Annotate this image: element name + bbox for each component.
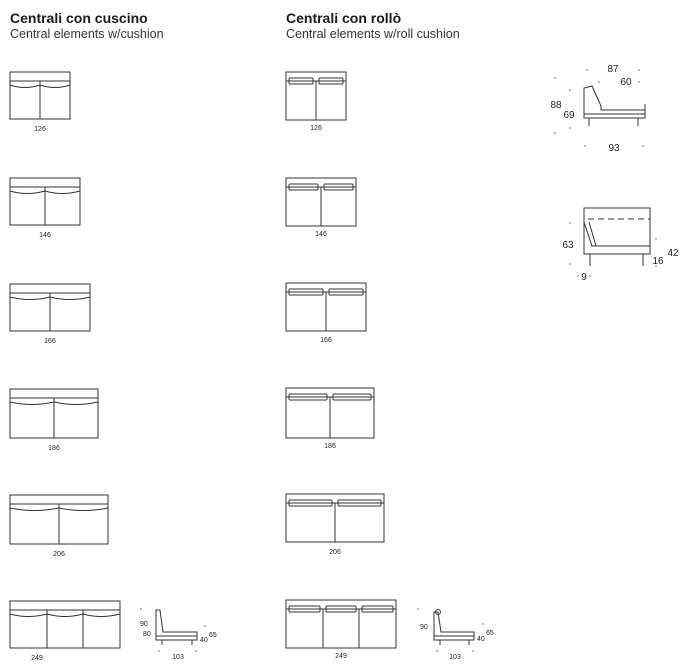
cushion-side-view bbox=[155, 609, 198, 645]
dim-cushion-side-depth: 103 bbox=[172, 654, 184, 661]
cushion-side-dimension-ticks bbox=[140, 608, 206, 652]
large-side-dimension-ticks bbox=[554, 69, 644, 147]
roll-plan-186 bbox=[285, 387, 375, 439]
dim-large-front-leg: 16 bbox=[652, 256, 664, 267]
width-label-roll-166: 166 bbox=[320, 337, 332, 344]
roll-plan-206 bbox=[285, 493, 385, 543]
dim-cushion-side-height-total: 90 bbox=[140, 621, 148, 628]
dim-cushion-side-seat: 65 bbox=[209, 632, 217, 639]
cushion-plan-126 bbox=[9, 71, 71, 120]
width-label-roll-126: 126 bbox=[310, 125, 322, 132]
cushion-section-subtitle: Central elements w/cushion bbox=[10, 27, 164, 41]
dim-large-side-height-back: 69 bbox=[563, 110, 575, 121]
dim-large-front-height-seat: 42 bbox=[667, 248, 679, 259]
dim-roll-side-leg: 40 bbox=[477, 636, 485, 643]
cushion-plan-206 bbox=[9, 494, 109, 545]
dim-large-side-inner: 60 bbox=[620, 77, 632, 88]
width-label-cushion-206: 206 bbox=[53, 551, 65, 558]
dim-roll-side-depth: 103 bbox=[449, 654, 461, 661]
width-label-roll-249: 249 bbox=[335, 653, 347, 660]
cushion-plan-249 bbox=[9, 600, 121, 649]
cushion-plan-166 bbox=[9, 283, 91, 332]
large-front-view bbox=[583, 207, 651, 266]
width-label-cushion-126: 126 bbox=[34, 126, 46, 133]
roll-side-dimension-ticks bbox=[417, 608, 484, 652]
dim-large-side-depth: 93 bbox=[608, 143, 620, 154]
width-label-roll-206: 206 bbox=[329, 549, 341, 556]
width-label-cushion-166: 166 bbox=[44, 338, 56, 345]
cushion-plan-146 bbox=[9, 177, 81, 226]
width-label-roll-146: 146 bbox=[315, 231, 327, 238]
large-front-dimension-ticks bbox=[569, 222, 657, 277]
dim-large-front-arm: 9 bbox=[581, 272, 587, 283]
large-side-view bbox=[583, 85, 646, 126]
dim-large-side-total: 87 bbox=[607, 64, 619, 75]
dim-large-side-height-total: 88 bbox=[550, 100, 562, 111]
dim-large-front-height-back: 63 bbox=[562, 240, 574, 251]
width-label-roll-186: 186 bbox=[324, 443, 336, 450]
roll-plan-249 bbox=[285, 599, 397, 649]
roll-plan-126 bbox=[285, 71, 347, 121]
roll-plan-166 bbox=[285, 282, 367, 332]
width-label-cushion-249: 249 bbox=[31, 655, 43, 662]
roll-side-view bbox=[433, 609, 475, 645]
dim-roll-side-height-total: 90 bbox=[420, 624, 428, 631]
width-label-cushion-186: 186 bbox=[48, 445, 60, 452]
cushion-section-title: Centrali con cuscino bbox=[10, 10, 148, 26]
width-label-cushion-146: 146 bbox=[39, 232, 51, 239]
dim-cushion-side-leg: 40 bbox=[200, 637, 208, 644]
roll-plan-146 bbox=[285, 177, 357, 227]
dim-roll-side-seat: 65 bbox=[486, 630, 494, 637]
roll-section-subtitle: Central elements w/roll cushion bbox=[286, 27, 460, 41]
dim-cushion-side-height-back: 80 bbox=[143, 631, 151, 638]
cushion-plan-186 bbox=[9, 388, 99, 439]
roll-section-title: Centrali con rollò bbox=[286, 10, 402, 26]
